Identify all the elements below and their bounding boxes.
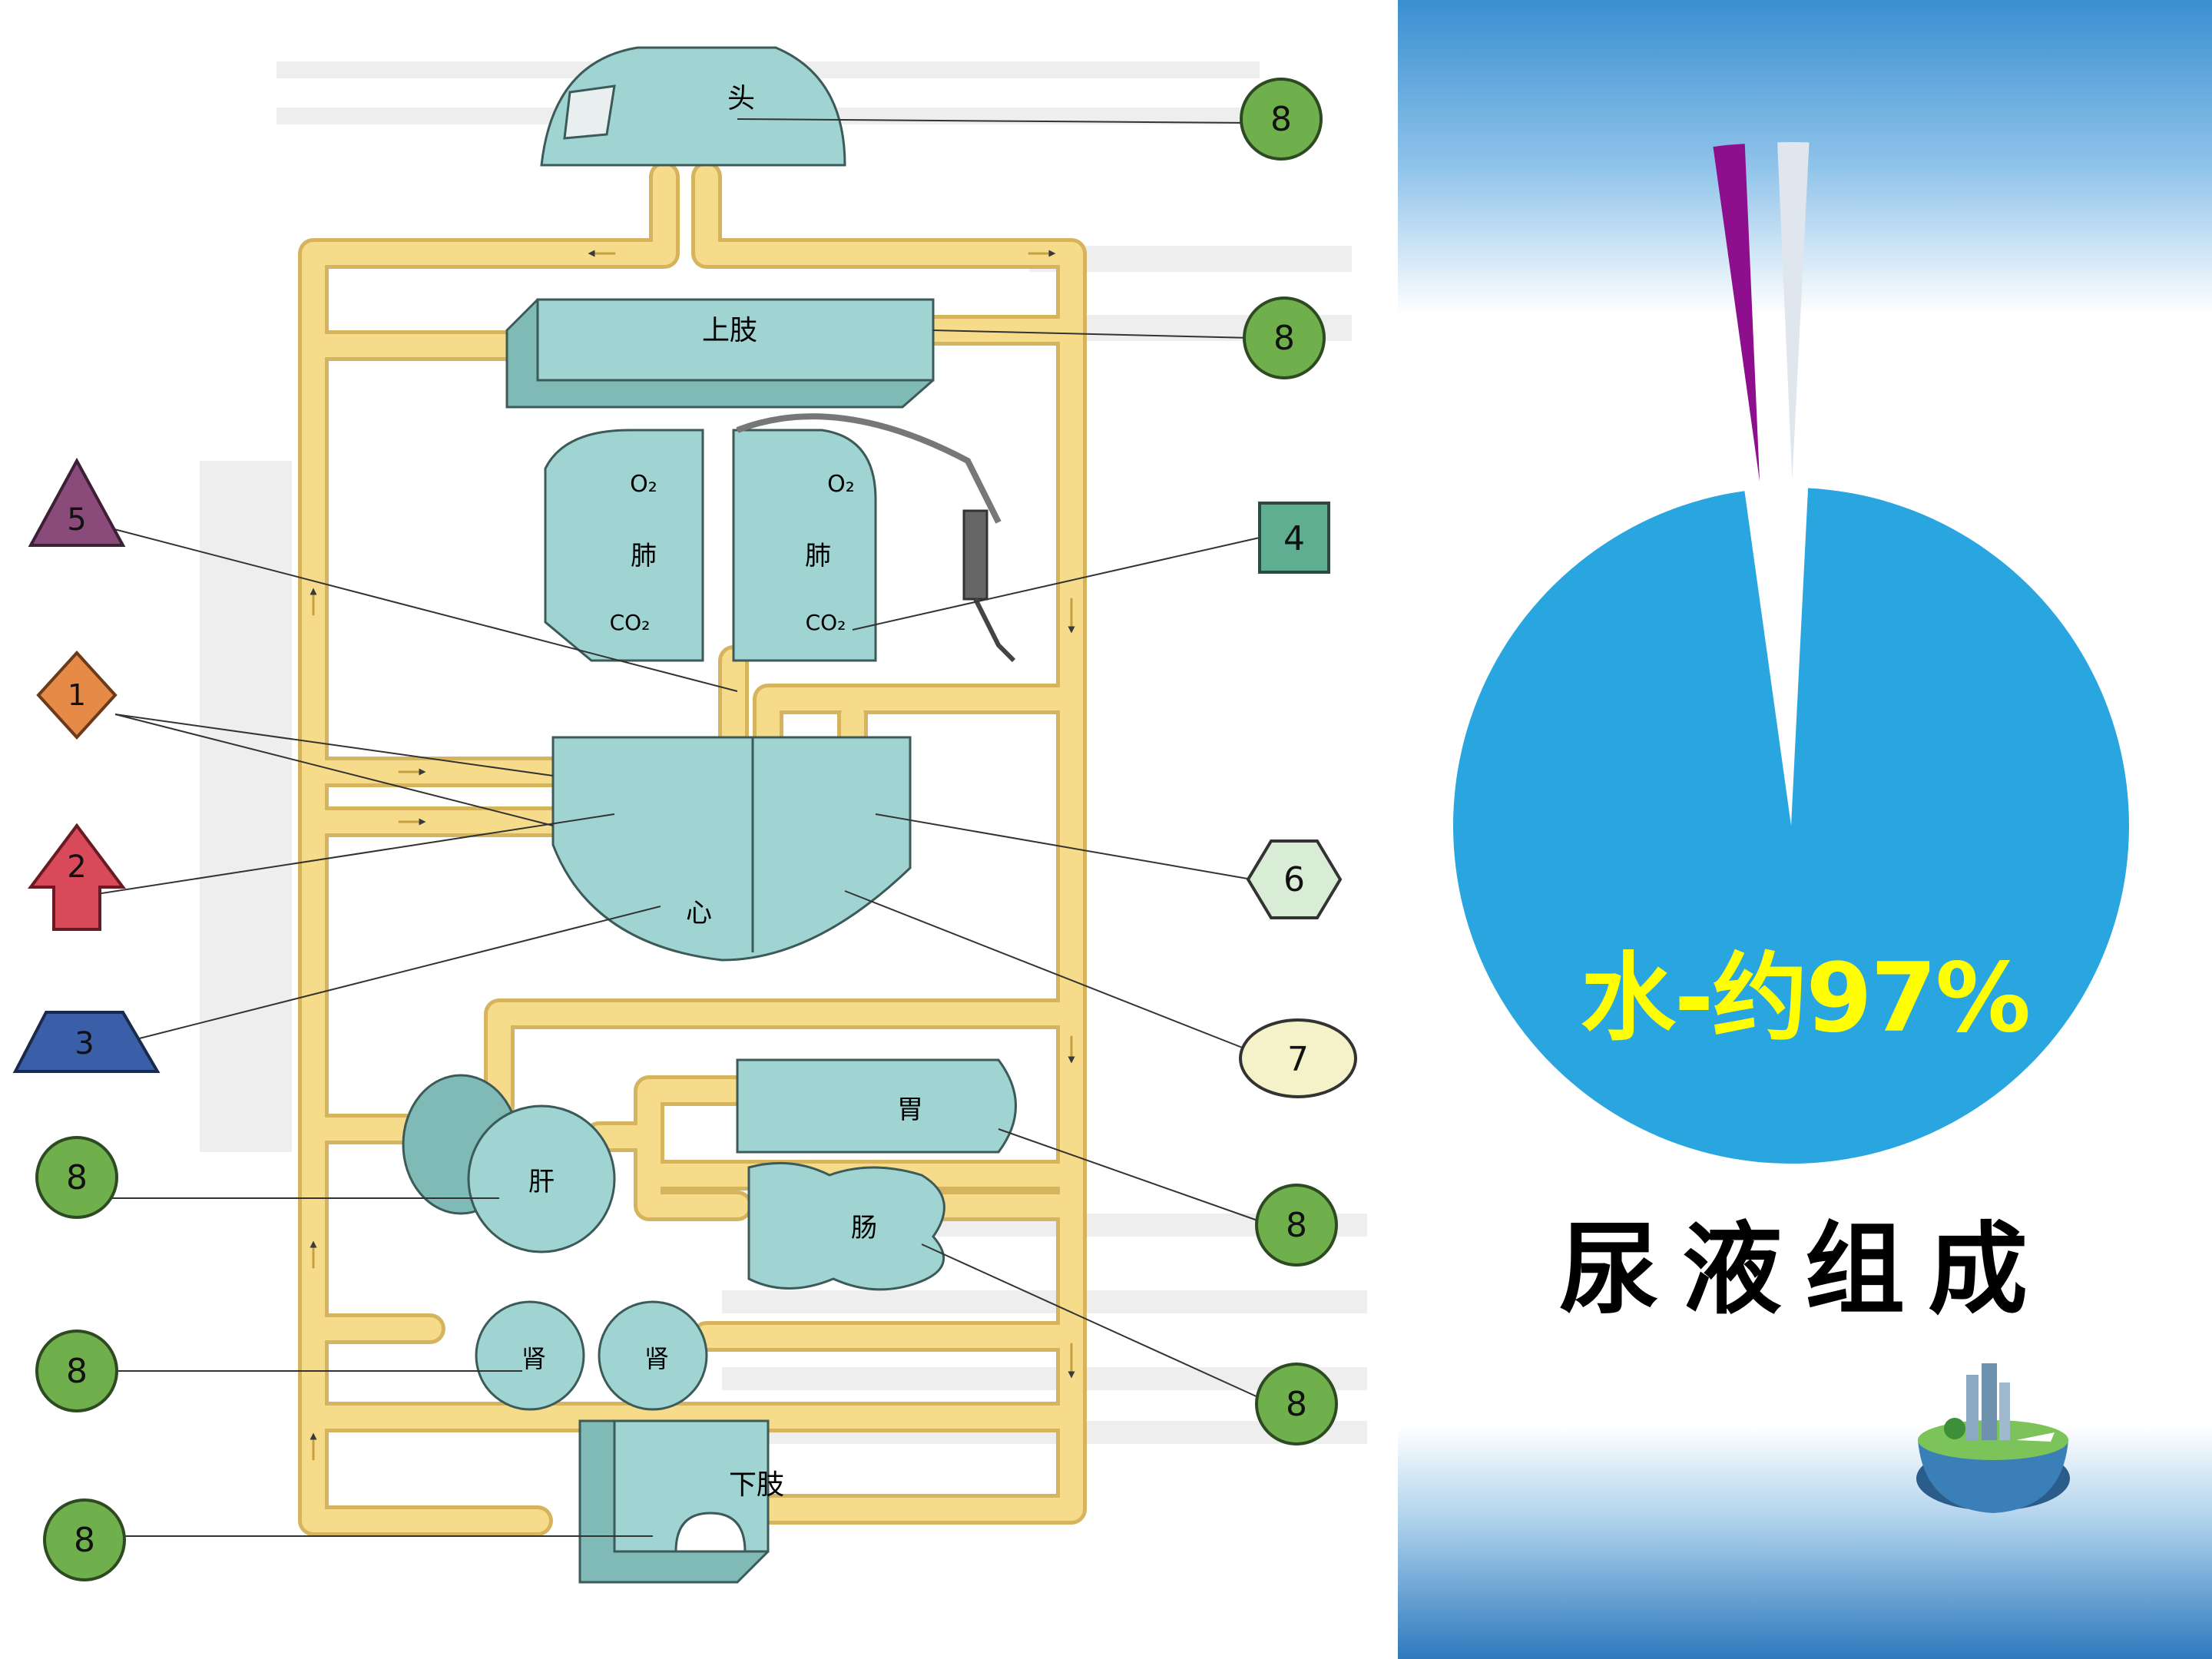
blood-vessels: [298, 161, 1087, 1536]
marker-4: 4: [1258, 502, 1330, 574]
upper-limb-label: 上肢: [702, 315, 757, 346]
co2-right: CO₂: [806, 610, 846, 635]
marker-8-stomach: 8: [1255, 1184, 1338, 1267]
svg-text:8: 8: [1270, 100, 1292, 139]
marker-8-kidney: 8: [35, 1330, 118, 1412]
pie-slice-1: [1713, 144, 1760, 482]
svg-text:8: 8: [66, 1158, 88, 1197]
organ-upper-limb: 上肢: [505, 298, 935, 409]
o2-right: O₂: [827, 471, 855, 498]
marker-8-intestine: 8: [1255, 1363, 1338, 1445]
svg-text:8: 8: [66, 1352, 88, 1391]
intestine-label: 肠: [851, 1213, 877, 1243]
svg-text:1: 1: [68, 678, 86, 712]
heart-label: 心: [686, 898, 712, 929]
pie-slice-0: [1453, 488, 2129, 1164]
organ-head: 头: [540, 46, 846, 167]
kidney-left-label: 肾: [522, 1344, 546, 1373]
co2-left: CO₂: [610, 610, 651, 635]
svg-text:8: 8: [74, 1521, 95, 1560]
organ-heart: 心: [551, 736, 912, 962]
chart-panel: 水-约97% 尿液组成: [1398, 0, 2212, 1659]
kidney-right-label: 肾: [644, 1344, 669, 1373]
stomach-label: 胃: [897, 1094, 923, 1125]
marker-5: 5: [28, 457, 126, 547]
chart-title: 尿液组成: [1558, 1211, 2051, 1328]
svg-text:8: 8: [1286, 1385, 1307, 1424]
svg-text:3: 3: [75, 1026, 94, 1061]
organ-stomach: 胃: [736, 1058, 1017, 1154]
pie-slice-label: 水-约97%: [1580, 943, 2031, 1054]
lower-limb-label: 下肢: [729, 1469, 784, 1501]
lung-left-label: 肺: [631, 541, 657, 571]
organ-liver: 肝: [402, 1074, 616, 1253]
organ-lungs: O₂ O₂ 肺 肺 CO₂ CO₂: [544, 413, 1016, 663]
marker-1: 1: [36, 651, 118, 740]
globe-island-logo: [1916, 1363, 2070, 1513]
marker-6: 6: [1246, 839, 1343, 919]
marker-2: 2: [28, 823, 126, 931]
svg-text:6: 6: [1283, 860, 1305, 899]
head-label: 头: [727, 83, 755, 114]
svg-text:2: 2: [67, 849, 86, 885]
organ-kidneys: 肾 肾: [475, 1300, 708, 1411]
marker-7: 7: [1239, 1018, 1357, 1098]
svg-text:8: 8: [1273, 319, 1295, 358]
organ-intestine: 肠: [747, 1161, 945, 1291]
pie-slice-2: [1777, 142, 1810, 481]
o2-left: O₂: [630, 471, 657, 498]
circulation-diagram: 头 上肢 O₂ O₂ 肺 肺 CO₂ CO₂ 心 胃 肝 肠: [12, 46, 1367, 1584]
svg-text:8: 8: [1286, 1206, 1307, 1245]
liver-label: 肝: [528, 1167, 555, 1197]
organ-lower-limb: 下肢: [578, 1419, 784, 1584]
marker-3: 3: [12, 1011, 161, 1073]
marker-8-head: 8: [1240, 78, 1323, 161]
svg-text:5: 5: [67, 502, 86, 538]
svg-text:7: 7: [1287, 1040, 1309, 1079]
svg-text:4: 4: [1283, 519, 1305, 558]
marker-8-lower-limb: 8: [43, 1498, 126, 1581]
leader-lines: [72, 118, 1260, 1537]
marker-8-upper-limb: 8: [1243, 296, 1326, 379]
lung-right-label: 肺: [805, 541, 831, 571]
marker-8-liver: 8: [35, 1136, 118, 1219]
urine-composition-pie: [1453, 142, 2129, 1164]
